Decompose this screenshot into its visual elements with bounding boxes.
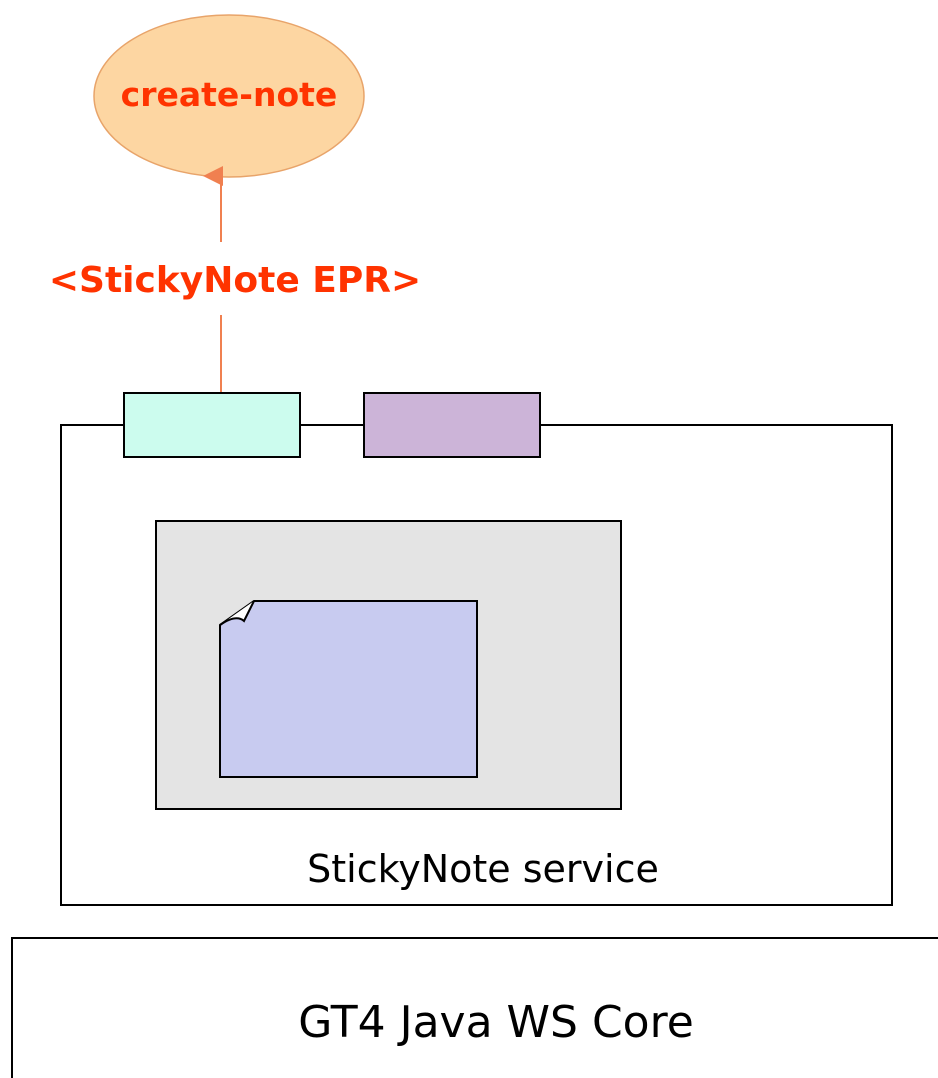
gt4-java-ws-core-box bbox=[11, 937, 938, 1078]
note-folded-corner bbox=[219, 600, 255, 626]
stickynote-epr-label: <StickyNote EPR> bbox=[49, 260, 421, 301]
gt4-java-ws-core-label: GT4 Java WS Core bbox=[298, 997, 694, 1048]
create-note-operation-ellipse bbox=[93, 14, 365, 178]
service-port-left bbox=[123, 392, 301, 458]
stickynote-service-label: StickyNote service bbox=[307, 847, 659, 891]
service-port-right bbox=[363, 392, 541, 458]
create-note-label: create-note bbox=[121, 75, 338, 114]
note-resource-icon bbox=[219, 600, 478, 778]
